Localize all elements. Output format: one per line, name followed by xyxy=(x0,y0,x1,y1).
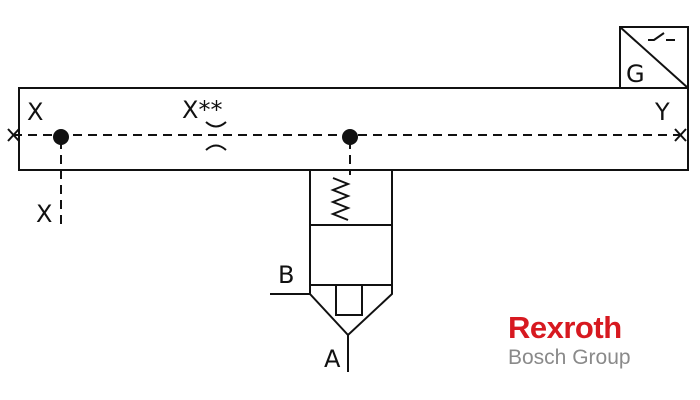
poppet-inner-rect xyxy=(335,284,363,316)
rexroth-logo: Rexroth Bosch Group xyxy=(508,312,631,371)
g-component-box xyxy=(619,26,689,89)
valve-housing-block xyxy=(18,87,689,171)
label-x-left: X xyxy=(27,98,43,126)
g-box-diagonal xyxy=(619,26,689,89)
logo-name: Rexroth xyxy=(508,310,622,345)
valve-body xyxy=(309,169,393,286)
switch-symbol-icon xyxy=(648,32,665,41)
left-junction-dot xyxy=(53,129,69,145)
poppet-symbol xyxy=(309,285,393,337)
spring-icon xyxy=(330,177,351,221)
label-port-a: A xyxy=(324,345,341,373)
label-x-drain: X xyxy=(36,200,52,228)
label-y-right: Y xyxy=(654,98,670,126)
label-g: G xyxy=(626,60,645,88)
label-port-b: B xyxy=(278,261,294,289)
center-junction-dot xyxy=(342,129,358,145)
label-x-star: X** xyxy=(182,96,222,124)
logo-tagline: Bosch Group xyxy=(508,346,631,369)
orifice-symbol-icon xyxy=(205,121,227,128)
